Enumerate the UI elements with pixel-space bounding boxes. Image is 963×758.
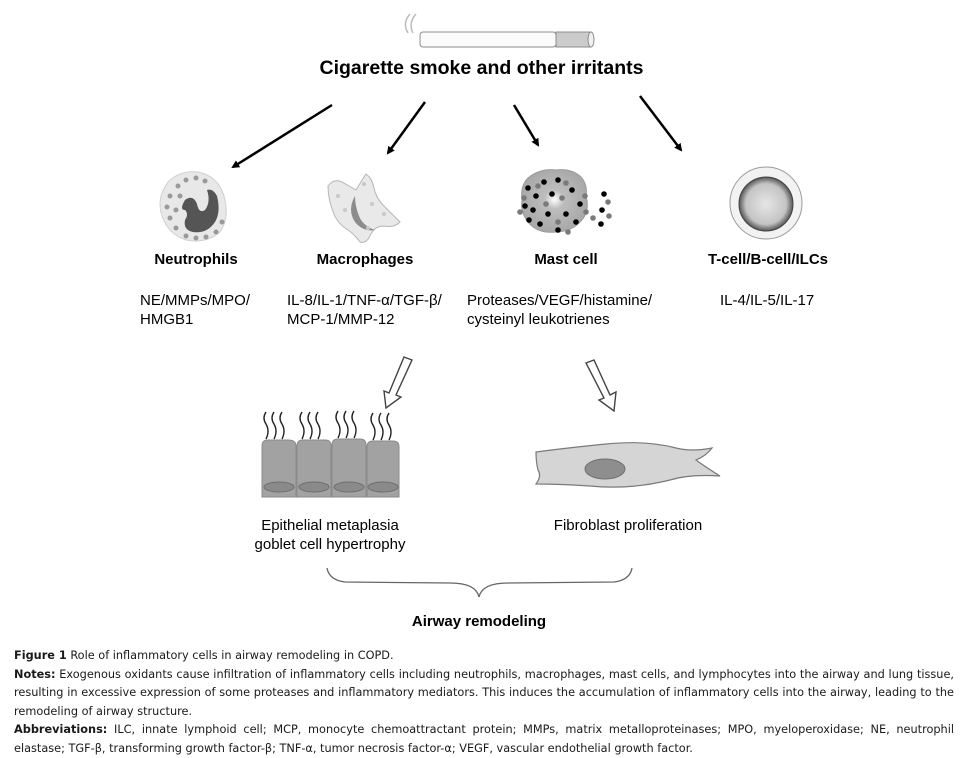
- abbreviations-text: ILC, innate lymphoid cell; MCP, monocyte…: [14, 723, 954, 755]
- mediators-neutrophils: NE/MMPs/MPO/ HMGB1: [140, 291, 250, 329]
- cell-label-mast-cell: Mast cell: [534, 251, 598, 268]
- macrophage-icon: [327, 173, 401, 243]
- outcome-line: goblet cell hypertrophy: [254, 536, 406, 553]
- hollow-arrow-to-epithelium: [383, 356, 413, 410]
- mast-cell-icon: [517, 169, 612, 235]
- arrow-to-macrophages: [386, 101, 427, 155]
- mediators-lymphocytes: IL-4/IL-5/IL-17: [720, 291, 814, 310]
- outcome-fibroblast: Fibroblast proliferation: [508, 516, 748, 535]
- epithelium-icon: [261, 410, 400, 498]
- figure-caption: Figure 1 Role of inflammatory cells in a…: [14, 647, 954, 758]
- mediators-mast-cell: Proteases/VEGF/histamine/ cysteinyl leuk…: [467, 291, 652, 329]
- arrow-to-mast-cell: [512, 104, 540, 147]
- outcome-line: Epithelial metaplasia: [261, 517, 399, 534]
- abbreviations-label: Abbreviations:: [14, 723, 108, 736]
- mediators-line: cysteinyl leukotrienes: [467, 311, 610, 328]
- notes-label: Notes:: [14, 667, 56, 681]
- mediators-line: IL-4/IL-5/IL-17: [720, 292, 815, 309]
- figure-title: Role of inflammatory cells in airway rem…: [70, 649, 394, 662]
- arrow-to-neutrophils: [231, 103, 333, 169]
- mediators-macrophages: IL-8/IL-1/TNF-α/TGF-β/ MCP-1/MMP-12: [287, 291, 442, 329]
- neutrophil-icon: [159, 171, 227, 242]
- cell-label-lymphocytes: T-cell/B-cell/ILCs: [707, 251, 829, 268]
- outcome-epithelial: Epithelial metaplasia goblet cell hypert…: [210, 516, 450, 554]
- mediators-line: NE/MMPs/MPO/: [140, 292, 251, 309]
- fibroblast-icon: [534, 442, 721, 488]
- mediators-line: MCP-1/MMP-12: [287, 311, 395, 328]
- cell-label-macrophages: Macrophages: [316, 251, 414, 268]
- cell-label-neutrophils: Neutrophils: [154, 251, 238, 268]
- caption-notes: Notes: Exogenous oxidants cause infiltra…: [14, 666, 954, 722]
- mediators-line: Proteases/VEGF/histamine/: [467, 292, 653, 309]
- cigarette-icon: [404, 13, 595, 48]
- hollow-arrow-to-fibroblast: [585, 359, 617, 413]
- diagram-title: Cigarette smoke and other irritants: [319, 57, 644, 79]
- arrow-to-lymphocytes: [639, 95, 683, 152]
- lymphocyte-icon: [729, 166, 803, 240]
- caption-abbreviations: Abbreviations: ILC, innate lymphoid cell…: [14, 721, 954, 758]
- result-label: Airway remodeling: [411, 613, 547, 630]
- curly-brace: [326, 567, 633, 598]
- diagram-canvas: [159, 13, 803, 598]
- figure-label: Figure 1: [14, 649, 67, 662]
- outcome-line: Fibroblast proliferation: [553, 517, 703, 534]
- mediators-line: HMGB1: [140, 311, 194, 328]
- notes-text: Exogenous oxidants cause infiltration of…: [14, 667, 954, 718]
- mediators-line: IL-8/IL-1/TNF-α/TGF-β/: [287, 292, 442, 309]
- caption-title: Figure 1 Role of inflammatory cells in a…: [14, 647, 954, 666]
